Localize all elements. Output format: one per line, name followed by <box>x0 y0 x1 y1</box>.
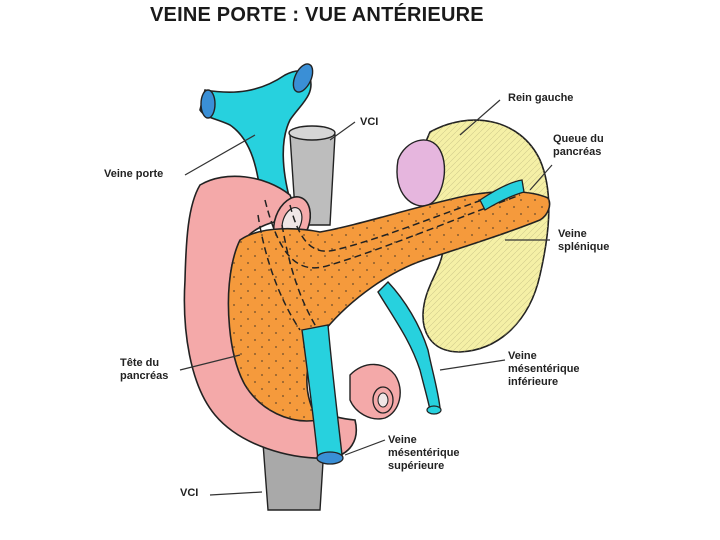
adrenal-gland <box>396 139 446 207</box>
diagram-title: VEINE PORTE : VUE ANTÉRIEURE <box>150 4 484 26</box>
label-queue-pancreas: Queue du pancréas <box>553 133 604 158</box>
label-vms: Veine mésentérique supérieure <box>388 434 460 472</box>
leader-lines <box>179 99 553 496</box>
label-veine-porte: Veine porte <box>104 168 164 180</box>
label-rein-gauche: Rein gauche <box>508 92 574 104</box>
label-veine-splenique: Veine splénique <box>558 228 610 253</box>
label-tete-pancreas: Tête du pancréas <box>120 357 169 382</box>
label-vmi: Veine mésentérique inférieure <box>508 350 580 388</box>
portal-vein-trunk <box>199 70 312 206</box>
label-vci-top: VCI <box>360 116 379 128</box>
splenic-vein-dashed <box>264 194 521 269</box>
label-vci-bottom: VCI <box>180 487 199 499</box>
splenic-vein-tail <box>479 179 525 211</box>
